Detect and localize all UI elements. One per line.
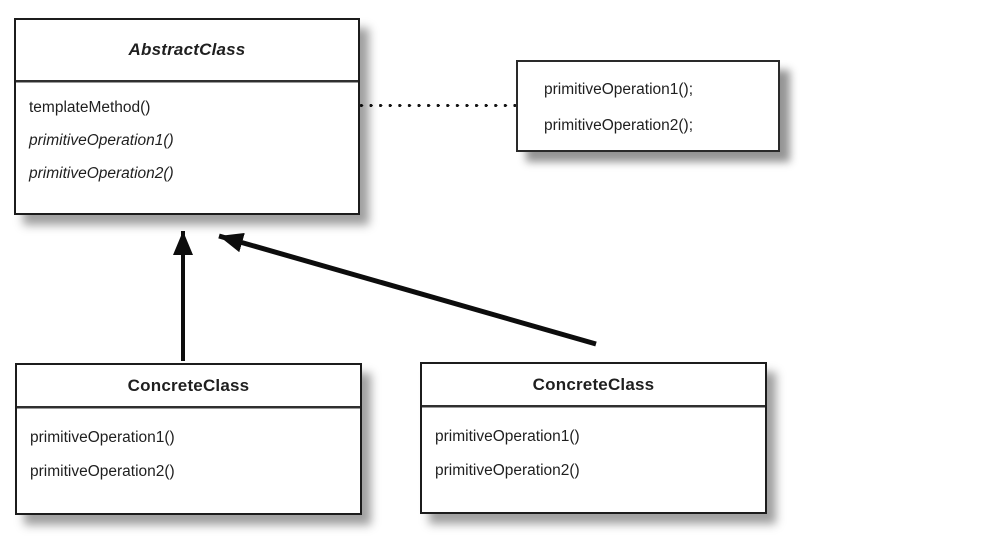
- concrete-class-right-header: ConcreteClass: [422, 364, 765, 407]
- abstract-class-title: AbstractClass: [128, 40, 246, 59]
- concrete-class-box-right: ConcreteClass primitiveOperation1() prim…: [420, 362, 767, 514]
- method-primitive-operation-2: primitiveOperation2(): [30, 463, 175, 480]
- abstract-class-box: AbstractClass templateMethod() primitive…: [14, 18, 360, 215]
- concrete-class-left-methods: primitiveOperation1() primitiveOperation…: [17, 408, 360, 489]
- note-line-2: primitiveOperation2();: [544, 117, 694, 134]
- concrete-class-left-title: ConcreteClass: [127, 375, 250, 395]
- concrete-class-left-header: ConcreteClass: [17, 365, 360, 408]
- method-template-method: templateMethod(): [29, 98, 151, 116]
- concrete-class-box-left: ConcreteClass primitiveOperation1() prim…: [15, 363, 362, 515]
- note-line-1: primitiveOperation1();: [544, 81, 694, 98]
- pseudocode-note-box: primitiveOperation1(); primitiveOperatio…: [516, 60, 780, 152]
- method-primitive-operation-1: primitiveOperation1(): [30, 429, 175, 446]
- method-primitive-operation-1: primitiveOperation1(): [435, 428, 580, 445]
- abstract-class-methods: templateMethod() primitiveOperation1() p…: [16, 82, 358, 190]
- method-primitive-operation-1: primitiveOperation1(): [29, 131, 174, 149]
- abstract-class-header: AbstractClass: [16, 20, 358, 82]
- concrete-class-right-title: ConcreteClass: [532, 374, 655, 394]
- concrete-class-right-methods: primitiveOperation1() primitiveOperation…: [422, 407, 765, 488]
- dependency-dotted-line: [204, 103, 517, 108]
- method-primitive-operation-2: primitiveOperation2(): [29, 164, 174, 182]
- method-primitive-operation-2: primitiveOperation2(): [435, 462, 580, 479]
- generalization-arrow-right: [218, 232, 597, 347]
